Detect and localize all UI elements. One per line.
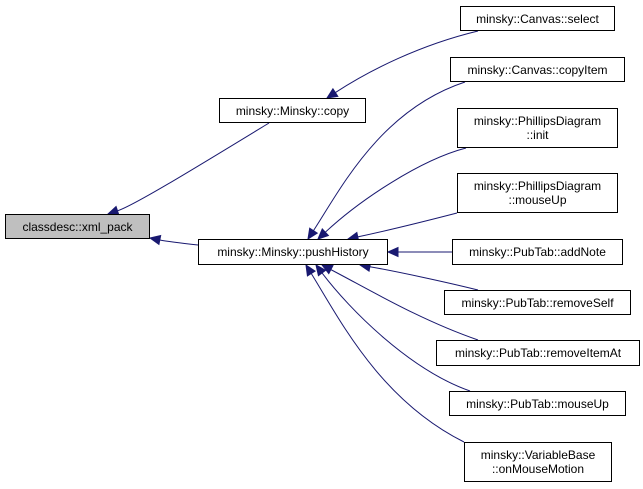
node-label-line: minsky::PubTab::addNote: [469, 245, 606, 259]
node-label-line: minsky::PubTab::removeSelf: [461, 295, 614, 310]
call-edge-pd_mouseUp-to-pushHistory: [357, 212, 458, 238]
node-label-line: minsky::PhillipsDiagram: [473, 114, 602, 128]
graph-node-onMouseMotion[interactable]: minsky::VariableBase::onMouseMotion: [464, 442, 612, 482]
call-edge-pt_mouseUp-to-pushHistory: [321, 272, 471, 392]
node-label-line: minsky::Minsky::copy: [235, 103, 350, 118]
node-label-line: minsky::Canvas::select: [476, 11, 599, 26]
graph-node-removeSelf[interactable]: minsky::PubTab::removeSelf: [444, 290, 631, 315]
call-edge-removeItemAt-to-pushHistory: [330, 269, 479, 341]
graph-node-xml_pack: classdesc::xml_pack: [5, 214, 150, 239]
call-edge-copy-to-xml_pack: [117, 122, 270, 212]
node-label-line: minsky::VariableBase: [480, 448, 596, 462]
arrowhead-icon: [320, 264, 334, 275]
graph-node-pushHistory[interactable]: minsky::Minsky::pushHistory: [198, 239, 388, 265]
graph-node-removeItemAt[interactable]: minsky::PubTab::removeItemAt: [436, 340, 640, 366]
node-label-line: minsky::Canvas::copyItem: [467, 62, 608, 77]
graph-node-pd_mouseUp[interactable]: minsky::PhillipsDiagram::mouseUp: [457, 173, 618, 213]
arrowhead-icon: [315, 264, 327, 277]
graph-node-copy[interactable]: minsky::Minsky::copy: [219, 98, 366, 123]
arrowhead-icon: [386, 246, 399, 258]
node-label-line: minsky::PubTab::mouseUp: [466, 396, 609, 411]
node-label-line: ::onMouseMotion: [491, 462, 585, 476]
call-edge-removeSelf-to-pushHistory: [369, 266, 479, 291]
node-label-line: minsky::PhillipsDiagram: [473, 179, 602, 193]
graph-node-select[interactable]: minsky::Canvas::select: [460, 6, 615, 31]
graph-node-pt_mouseUp[interactable]: minsky::PubTab::mouseUp: [449, 391, 626, 416]
node-label-line: ::init: [526, 128, 549, 142]
graph-node-addNote[interactable]: minsky::PubTab::addNote: [452, 239, 623, 265]
call-edge-onMouseMotion-to-pushHistory: [310, 273, 465, 443]
node-label-line: minsky::Minsky::pushHistory: [217, 245, 369, 259]
call-edge-pushHistory-to-xml_pack: [159, 239, 199, 246]
arrowhead-icon: [305, 263, 317, 277]
graph-node-pd_init[interactable]: minsky::PhillipsDiagram::init: [457, 108, 618, 148]
arrowhead-icon: [317, 227, 330, 240]
call-edge-select-to-copy: [335, 30, 479, 93]
graph-node-copyItem[interactable]: minsky::Canvas::copyItem: [450, 57, 625, 82]
node-label-line: minsky::PubTab::removeItemAt: [454, 346, 622, 360]
arrowhead-icon: [307, 227, 319, 241]
arrowhead-icon: [325, 87, 339, 99]
node-label-line: classdesc::xml_pack: [22, 219, 133, 234]
arrowhead-icon: [148, 234, 162, 246]
node-label-line: ::mouseUp: [508, 193, 567, 207]
call-edge-copyItem-to-pushHistory: [313, 81, 466, 231]
call-edge-pd_init-to-pushHistory: [324, 147, 467, 233]
